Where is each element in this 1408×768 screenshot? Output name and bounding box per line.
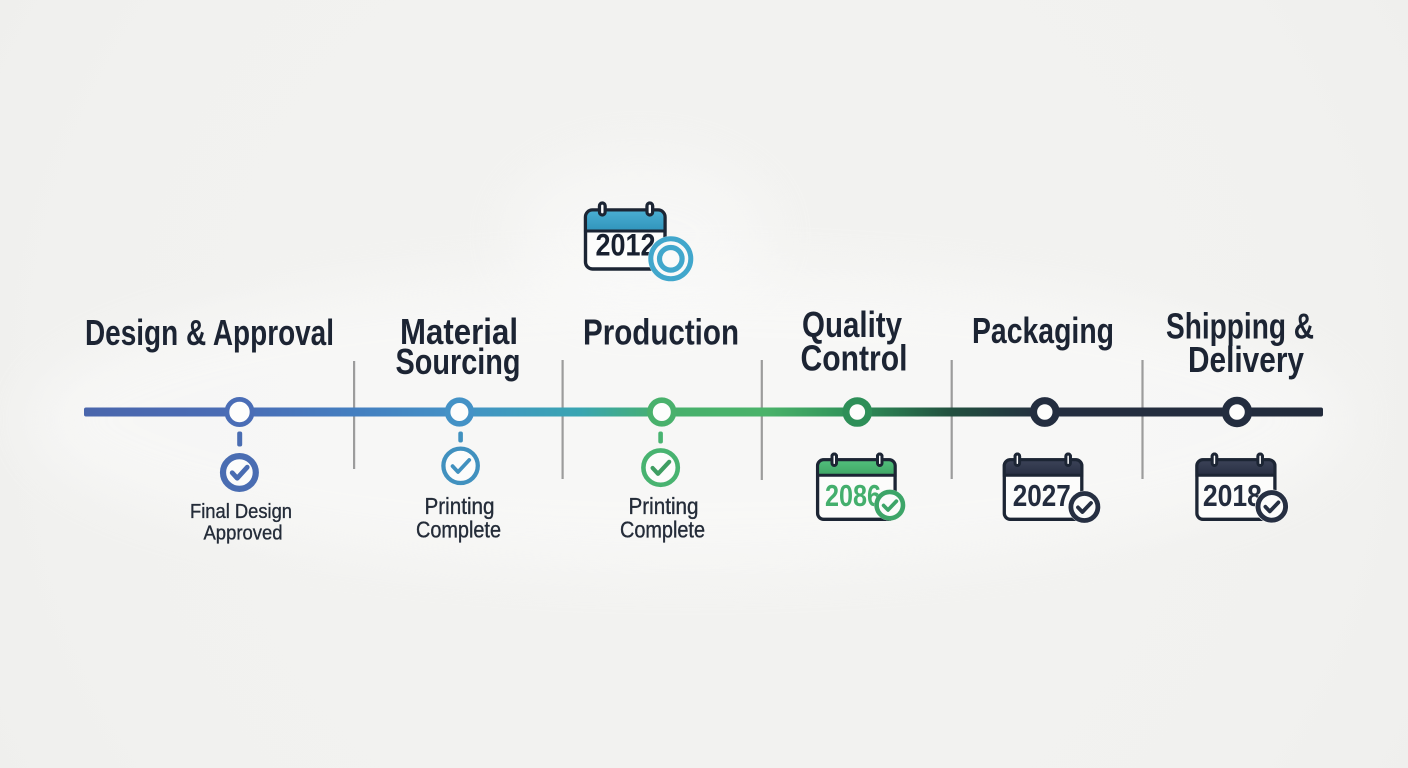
svg-text:Printing: Printing (629, 493, 699, 519)
svg-text:Control: Control (801, 338, 908, 379)
svg-text:Delivery: Delivery (1188, 339, 1304, 380)
svg-text:2027: 2027 (1013, 478, 1071, 513)
svg-text:Sourcing: Sourcing (396, 341, 521, 382)
svg-text:Material: Material (400, 311, 518, 352)
svg-text:Approved: Approved (204, 522, 283, 545)
svg-text:Final Design: Final Design (190, 500, 292, 523)
svg-text:2086: 2086 (825, 478, 881, 513)
svg-text:Production: Production (583, 312, 739, 353)
svg-text:Design & Approval: Design & Approval (85, 312, 334, 353)
svg-text:Packaging: Packaging (972, 310, 1114, 351)
svg-text:Shipping &: Shipping & (1166, 306, 1314, 347)
svg-text:Complete: Complete (416, 517, 501, 543)
svg-text:Complete: Complete (620, 517, 705, 543)
svg-text:Quality: Quality (802, 304, 902, 345)
svg-text:2012: 2012 (596, 227, 656, 263)
svg-text:2018: 2018 (1203, 478, 1262, 513)
svg-text:Printing: Printing (425, 493, 495, 519)
